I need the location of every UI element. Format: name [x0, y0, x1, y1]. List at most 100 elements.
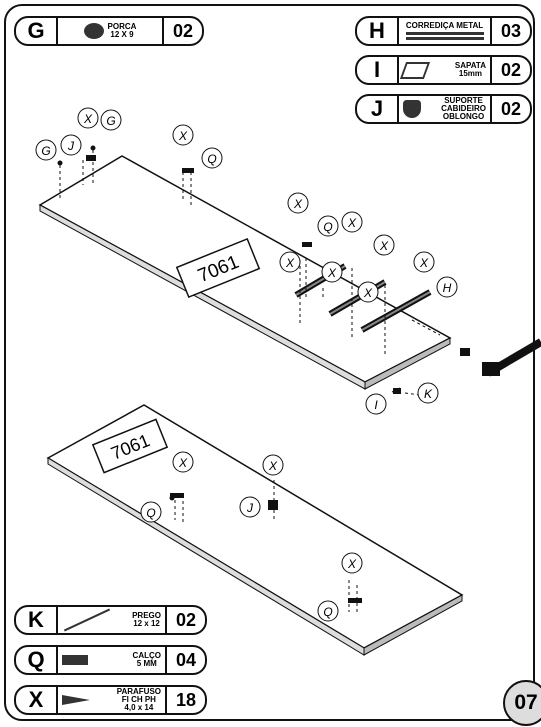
- callout-x: X: [172, 124, 194, 146]
- part-name-i-line2: 15mm: [458, 69, 482, 78]
- slide-rail-icon: [405, 32, 484, 35]
- callout-h: H: [436, 276, 458, 298]
- svg-text:X: X: [178, 129, 188, 143]
- callout-j: J: [60, 134, 82, 156]
- svg-text:X: X: [363, 286, 373, 300]
- part-letter-q: Q: [14, 645, 58, 675]
- bracket-icon: [403, 100, 421, 118]
- svg-text:Q: Q: [323, 605, 332, 619]
- part-letter-h: H: [355, 16, 399, 46]
- part-letter-i: I: [355, 55, 399, 85]
- nail-icon: [63, 608, 111, 632]
- part-name-k-line2: 12 x 12: [133, 619, 160, 628]
- part-qty-x: 18: [165, 685, 207, 715]
- callout-q: Q: [317, 215, 339, 237]
- part-name-x-line1: PARAFUSO: [116, 687, 161, 696]
- part-qty-g: 02: [162, 16, 204, 46]
- page-number: 07: [503, 680, 541, 726]
- nut-icon: [83, 23, 104, 39]
- svg-text:X: X: [347, 216, 357, 230]
- screw-icon: [62, 695, 90, 705]
- callout-x: X: [287, 192, 309, 214]
- callout-j: J: [239, 496, 261, 518]
- svg-text:H: H: [443, 281, 452, 295]
- callout-x: X: [279, 251, 301, 273]
- shim-icon: [62, 655, 88, 665]
- part-qty-q: 04: [165, 645, 207, 675]
- callout-x: X: [262, 454, 284, 476]
- svg-text:Q: Q: [323, 220, 332, 234]
- svg-text:X: X: [83, 112, 93, 126]
- callout-q: Q: [201, 147, 223, 169]
- part-name-j-line1: SUPORTE: [444, 96, 483, 105]
- assembly-guides: [59, 150, 441, 612]
- part-name-k-line1: PREGO: [132, 611, 161, 620]
- svg-text:X: X: [419, 256, 429, 270]
- callout-x: X: [357, 281, 379, 303]
- part-qty-h: 03: [490, 16, 532, 46]
- part-letter-k: K: [14, 605, 58, 635]
- part-letter-x: X: [14, 685, 58, 715]
- svg-text:I: I: [374, 398, 378, 412]
- part-name-x-line2: FI CH PH: [121, 695, 156, 704]
- part-letter-j: J: [355, 94, 399, 124]
- part-qty-k: 02: [165, 605, 207, 635]
- svg-text:X: X: [293, 197, 303, 211]
- part-name-x-line3: 4,0 x 14: [124, 703, 154, 712]
- callout-k: K: [417, 382, 439, 404]
- page-frame: [4, 4, 535, 721]
- callout-x: X: [172, 451, 194, 473]
- lower-panel-side: [363, 594, 463, 656]
- part-name-q-line2: 5 MM: [136, 659, 157, 668]
- callout-q: Q: [140, 501, 162, 523]
- part-qty-j: 02: [490, 94, 532, 124]
- callout-x: X: [413, 251, 435, 273]
- legend-h: H CORREDIÇA METAL 03: [355, 16, 532, 46]
- svg-text:X: X: [379, 239, 389, 253]
- glide-icon: [399, 61, 431, 79]
- upper-panel-side: [364, 337, 451, 390]
- svg-text:X: X: [268, 459, 278, 473]
- svg-text:G: G: [106, 114, 115, 128]
- svg-text:K: K: [424, 387, 433, 401]
- svg-text:X: X: [285, 256, 295, 270]
- part-name-j-line3: OBLONGO: [442, 112, 485, 121]
- part-name-g-line2: 12 X 9: [110, 30, 134, 39]
- hardware-marks: [57, 145, 470, 603]
- svg-text:J: J: [246, 501, 254, 515]
- part-name-i-line1: SAPATA: [454, 61, 486, 70]
- svg-text:X: X: [178, 456, 188, 470]
- callout-x: X: [341, 552, 363, 574]
- svg-text:X: X: [347, 557, 357, 571]
- slide-rail-icon: [405, 37, 484, 40]
- part-name-q-line1: CALÇO: [132, 651, 161, 660]
- part-qty-i: 02: [490, 55, 532, 85]
- part-name-j-line2: CABIDEIRO: [441, 104, 486, 113]
- callout-x: X: [341, 211, 363, 233]
- callout-g: G: [35, 139, 57, 161]
- callout-x: X: [77, 107, 99, 129]
- part-image-h: CORREDIÇA METAL: [399, 16, 490, 46]
- hammer-icon: [482, 338, 541, 377]
- svg-text:Q: Q: [146, 506, 155, 520]
- callout-g: G: [100, 109, 122, 131]
- svg-text:Q: Q: [207, 152, 216, 166]
- lower-panel-label: 7061: [91, 418, 169, 474]
- part-name-h: CORREDIÇA METAL: [405, 21, 484, 30]
- svg-text:J: J: [67, 139, 75, 153]
- svg-text:G: G: [41, 144, 50, 158]
- part-letter-g: G: [14, 16, 58, 46]
- part-name-g-line1: PORCA: [107, 22, 137, 31]
